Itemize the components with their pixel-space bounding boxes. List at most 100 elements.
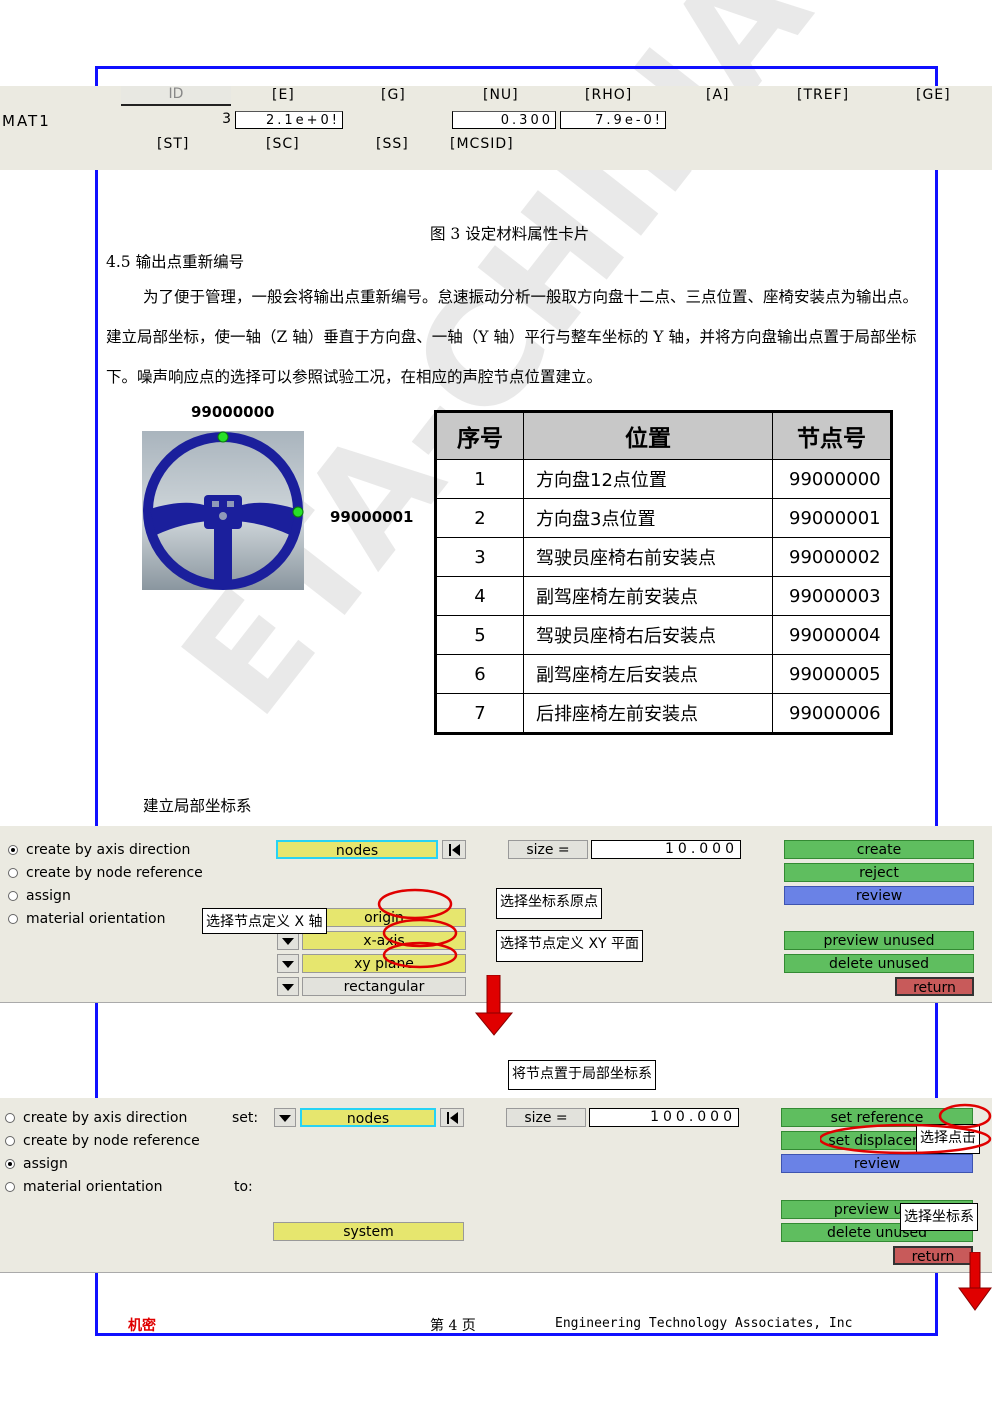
mat-id-value[interactable]: 3 — [222, 111, 231, 127]
return-button[interactable]: return — [895, 977, 974, 996]
table-cell-node: 99000005 — [772, 654, 891, 694]
table-header-index: 序号 — [436, 412, 524, 460]
nodes-selector-button[interactable]: nodes — [300, 1108, 436, 1127]
review-button[interactable]: review — [784, 886, 974, 905]
size-input[interactable]: 10.000 — [591, 840, 741, 859]
callout-select-system: 选择坐标系 — [900, 1203, 978, 1231]
callout-xy-plane: 选择节点定义 XY 平面 — [496, 930, 644, 962]
subheading-local-coordinates: 建立局部坐标系 — [143, 797, 252, 815]
mat-header-g: [G] — [381, 87, 406, 103]
table-cell-position: 方向盘3点位置 — [523, 498, 773, 538]
mat-nu-field[interactable]: 0.300 — [452, 111, 556, 129]
annotation-ellipses-2 — [820, 1103, 992, 1155]
table-header-row: 序号 位置 节点号 — [436, 412, 891, 460]
table-row: 5 驾驶员座椅右后安装点 99000004 — [436, 615, 891, 655]
table-header-position: 位置 — [523, 412, 773, 460]
radio-create-by-node[interactable]: create by node reference — [5, 1133, 200, 1149]
mat-header-tref: [TREF] — [797, 87, 850, 103]
table-cell-node: 99000000 — [772, 459, 891, 499]
size-label: size = — [506, 1108, 586, 1127]
table-header-node: 节点号 — [772, 412, 891, 460]
table-row: 2 方向盘3点位置 99000001 — [436, 498, 891, 538]
table-cell-index: 6 — [436, 654, 524, 694]
footer-company: Engineering Technology Associates, Inc — [555, 1316, 853, 1331]
mat-header-ss: [SS] — [376, 136, 409, 152]
wheel-label-right: 99000001 — [330, 508, 414, 526]
footer-confidential: 机密 — [128, 1318, 156, 1334]
radio-dot — [5, 1136, 15, 1146]
material-card-panel: MAT1 ID [E] [G] [NU] [RHO] [A] [TREF] [G… — [0, 86, 992, 170]
radio-assign[interactable]: assign — [5, 1156, 68, 1172]
table-row: 7 后排座椅左前安装点 99000006 — [436, 693, 891, 733]
radio-dot — [5, 1113, 15, 1123]
create-button[interactable]: create — [784, 840, 974, 859]
table-cell-index: 4 — [436, 576, 524, 616]
table-row: 6 副驾座椅左后安装点 99000005 — [436, 654, 891, 694]
reset-selection-icon[interactable] — [440, 1108, 464, 1127]
set-label: set: — [232, 1110, 259, 1126]
table-cell-index: 3 — [436, 537, 524, 577]
to-label: to: — [234, 1179, 253, 1195]
table-cell-position: 副驾座椅左后安装点 — [523, 654, 773, 694]
radio-assign[interactable]: assign — [8, 888, 71, 904]
xy-plane-dropdown-icon[interactable] — [277, 954, 299, 973]
preview-unused-button[interactable]: preview unused — [784, 931, 974, 950]
page-frame — [95, 66, 938, 1336]
table-row: 3 驾驶员座椅右前安装点 99000002 — [436, 537, 891, 577]
review-button[interactable]: review — [781, 1154, 973, 1173]
table-row: 4 副驾座椅左前安装点 99000003 — [436, 576, 891, 616]
radio-material-orientation[interactable]: material orientation — [5, 1179, 162, 1195]
reset-selection-icon[interactable] — [442, 840, 466, 859]
output-points-table: 序号 位置 节点号 1 方向盘12点位置 99000000 2 方向盘3点位置 … — [434, 410, 893, 735]
mat-e-field[interactable]: 2.1e+0! — [235, 111, 343, 129]
down-arrow-icon — [474, 975, 514, 1036]
mat-header-e: [E] — [272, 87, 295, 103]
footer-page-number: 第 4 页 — [430, 1318, 476, 1334]
table-cell-node: 99000006 — [772, 693, 891, 733]
mat-row-label: MAT1 — [2, 112, 51, 130]
table-cell-position: 驾驶员座椅右后安装点 — [523, 615, 773, 655]
radio-dot — [8, 891, 18, 901]
table-cell-index: 2 — [436, 498, 524, 538]
system-type-dropdown-icon[interactable] — [277, 977, 299, 996]
table-cell-node: 99000003 — [772, 576, 891, 616]
table-cell-node: 99000001 — [772, 498, 891, 538]
radio-create-by-axis[interactable]: create by axis direction — [5, 1110, 187, 1126]
size-input[interactable]: 100.000 — [589, 1108, 739, 1127]
body-paragraph: 为了便于管理，一般会将输出点重新编号。怠速振动分析一般取方向盘十二点、三点位置、… — [106, 288, 919, 386]
delete-unused-button[interactable]: delete unused — [784, 954, 974, 973]
radio-create-by-axis[interactable]: create by axis direction — [8, 842, 190, 858]
system-assign-panel: create by axis direction create by node … — [0, 1098, 992, 1273]
down-arrow-icon — [958, 1252, 992, 1311]
figure-caption: 图 3 设定材料属性卡片 — [430, 225, 590, 243]
radio-dot — [8, 868, 18, 878]
mat-id-header: ID — [121, 86, 231, 106]
system-type-select[interactable]: rectangular — [302, 977, 466, 996]
steering-wheel-image — [142, 431, 304, 590]
mat-header-nu: [NU] — [483, 87, 519, 103]
radio-dot — [8, 914, 18, 924]
size-label: size = — [508, 840, 588, 859]
table-cell-position: 后排座椅左前安装点 — [523, 693, 773, 733]
radio-create-by-node[interactable]: create by node reference — [8, 865, 203, 881]
mat-header-st: [ST] — [157, 136, 190, 152]
radio-dot — [5, 1182, 15, 1192]
table-cell-index: 1 — [436, 459, 524, 499]
mat-rho-field[interactable]: 7.9e-0! — [560, 111, 666, 129]
radio-dot — [8, 845, 18, 855]
mat-header-ge: [GE] — [916, 87, 951, 103]
radio-dot — [5, 1159, 15, 1169]
mat-header-a: [A] — [706, 87, 730, 103]
radio-material-orientation[interactable]: material orientation — [8, 911, 165, 927]
section-heading: 4.5 输出点重新编号 — [106, 253, 245, 271]
annotation-ellipses-1 — [377, 888, 458, 969]
table-cell-node: 99000002 — [772, 537, 891, 577]
set-dropdown-icon[interactable] — [274, 1108, 296, 1127]
system-create-panel: create by axis direction create by node … — [0, 826, 992, 1003]
nodes-selector-button[interactable]: nodes — [276, 840, 438, 859]
table-cell-position: 副驾座椅左前安装点 — [523, 576, 773, 616]
system-selector-button[interactable]: system — [273, 1222, 464, 1241]
reject-button[interactable]: reject — [784, 863, 974, 882]
mat-header-rho: [RHO] — [585, 87, 633, 103]
callout-x-axis: 选择节点定义 X 轴 — [202, 908, 327, 934]
